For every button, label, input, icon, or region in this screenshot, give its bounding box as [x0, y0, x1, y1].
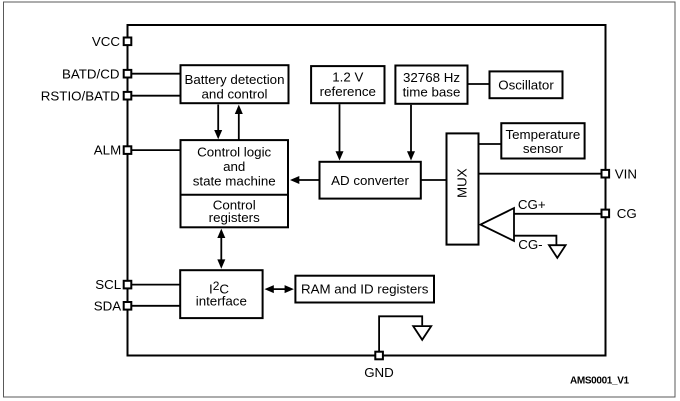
svg-text:time base: time base [403, 84, 461, 99]
svg-text:interface: interface [196, 293, 247, 308]
svg-text:AMS0001_V1: AMS0001_V1 [570, 376, 630, 387]
svg-text:MUX: MUX [455, 168, 470, 198]
svg-text:VCC: VCC [92, 34, 121, 49]
svg-text:Control logic: Control logic [197, 144, 271, 159]
svg-text:VIN: VIN [615, 166, 637, 181]
svg-text:32768 Hz: 32768 Hz [403, 70, 460, 85]
svg-text:RSTIO/BATD: RSTIO/BATD [41, 88, 120, 103]
svg-text:CG-: CG- [518, 237, 542, 252]
svg-text:reference: reference [320, 84, 376, 99]
svg-text:SCL: SCL [95, 277, 121, 292]
svg-text:Oscillator: Oscillator [498, 78, 554, 93]
svg-text:ALM: ALM [94, 143, 121, 158]
svg-text:RAM and ID registers: RAM and ID registers [301, 282, 429, 297]
svg-text:CG+: CG+ [518, 197, 546, 212]
svg-text:state machine: state machine [193, 173, 276, 188]
svg-text:Control: Control [213, 197, 256, 212]
svg-text:GND: GND [364, 365, 394, 380]
svg-text:Battery detection: Battery detection [184, 72, 284, 87]
svg-text:and: and [223, 159, 245, 174]
svg-text:BATD/CD: BATD/CD [62, 66, 120, 81]
svg-text:CG: CG [617, 206, 637, 221]
svg-text:SDA: SDA [94, 298, 122, 313]
svg-text:and control: and control [202, 87, 268, 102]
svg-text:I2C: I2C [209, 279, 229, 296]
svg-text:AD converter: AD converter [331, 173, 409, 188]
svg-text:1.2 V: 1.2 V [332, 70, 363, 85]
svg-text:Temperature: Temperature [505, 127, 580, 142]
svg-text:sensor: sensor [523, 141, 564, 156]
svg-text:registers: registers [209, 210, 260, 225]
